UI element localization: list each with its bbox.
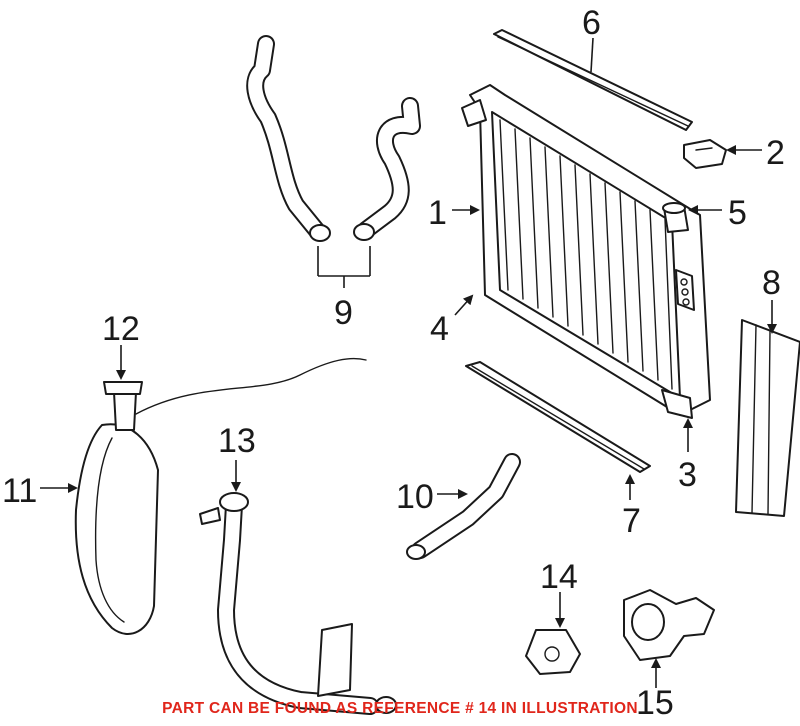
leader-4 — [454, 294, 474, 316]
callout-5: 5 — [728, 194, 747, 232]
coolant-reservoir — [74, 357, 367, 635]
callout-1: 1 — [428, 194, 447, 232]
callout-3: 3 — [678, 456, 697, 494]
reference-note: PART CAN BE FOUND AS REFERENCE # 14 IN I… — [162, 700, 638, 717]
callout-6: 6 — [582, 4, 601, 42]
callout-12: 12 — [102, 310, 140, 348]
callout-9: 9 — [334, 294, 353, 332]
upper-hoses — [246, 35, 421, 242]
mount-clip — [683, 139, 727, 169]
callout-2: 2 — [766, 134, 785, 172]
bypass-hose — [406, 453, 521, 560]
radiator — [461, 84, 711, 419]
callout-4: 4 — [430, 310, 449, 348]
filler-pipe — [199, 492, 397, 715]
callout-11: 11 — [2, 472, 37, 510]
callout-13: 13 — [218, 422, 256, 460]
callout-10: 10 — [396, 478, 434, 516]
lower-seal — [465, 361, 651, 473]
thermostat-housing-clip — [525, 629, 581, 675]
leader-6 — [590, 37, 594, 73]
callout-15: 15 — [636, 684, 674, 722]
callout-14: 14 — [540, 558, 578, 596]
radiator-cap — [662, 202, 689, 233]
reservoir-cap — [103, 381, 143, 395]
upper-seal — [493, 29, 693, 131]
leader-9 — [317, 246, 371, 288]
callout-8: 8 — [762, 264, 781, 302]
side-air-seal — [735, 319, 800, 517]
callout-7: 7 — [622, 502, 641, 540]
coolant-outlet — [623, 589, 715, 661]
